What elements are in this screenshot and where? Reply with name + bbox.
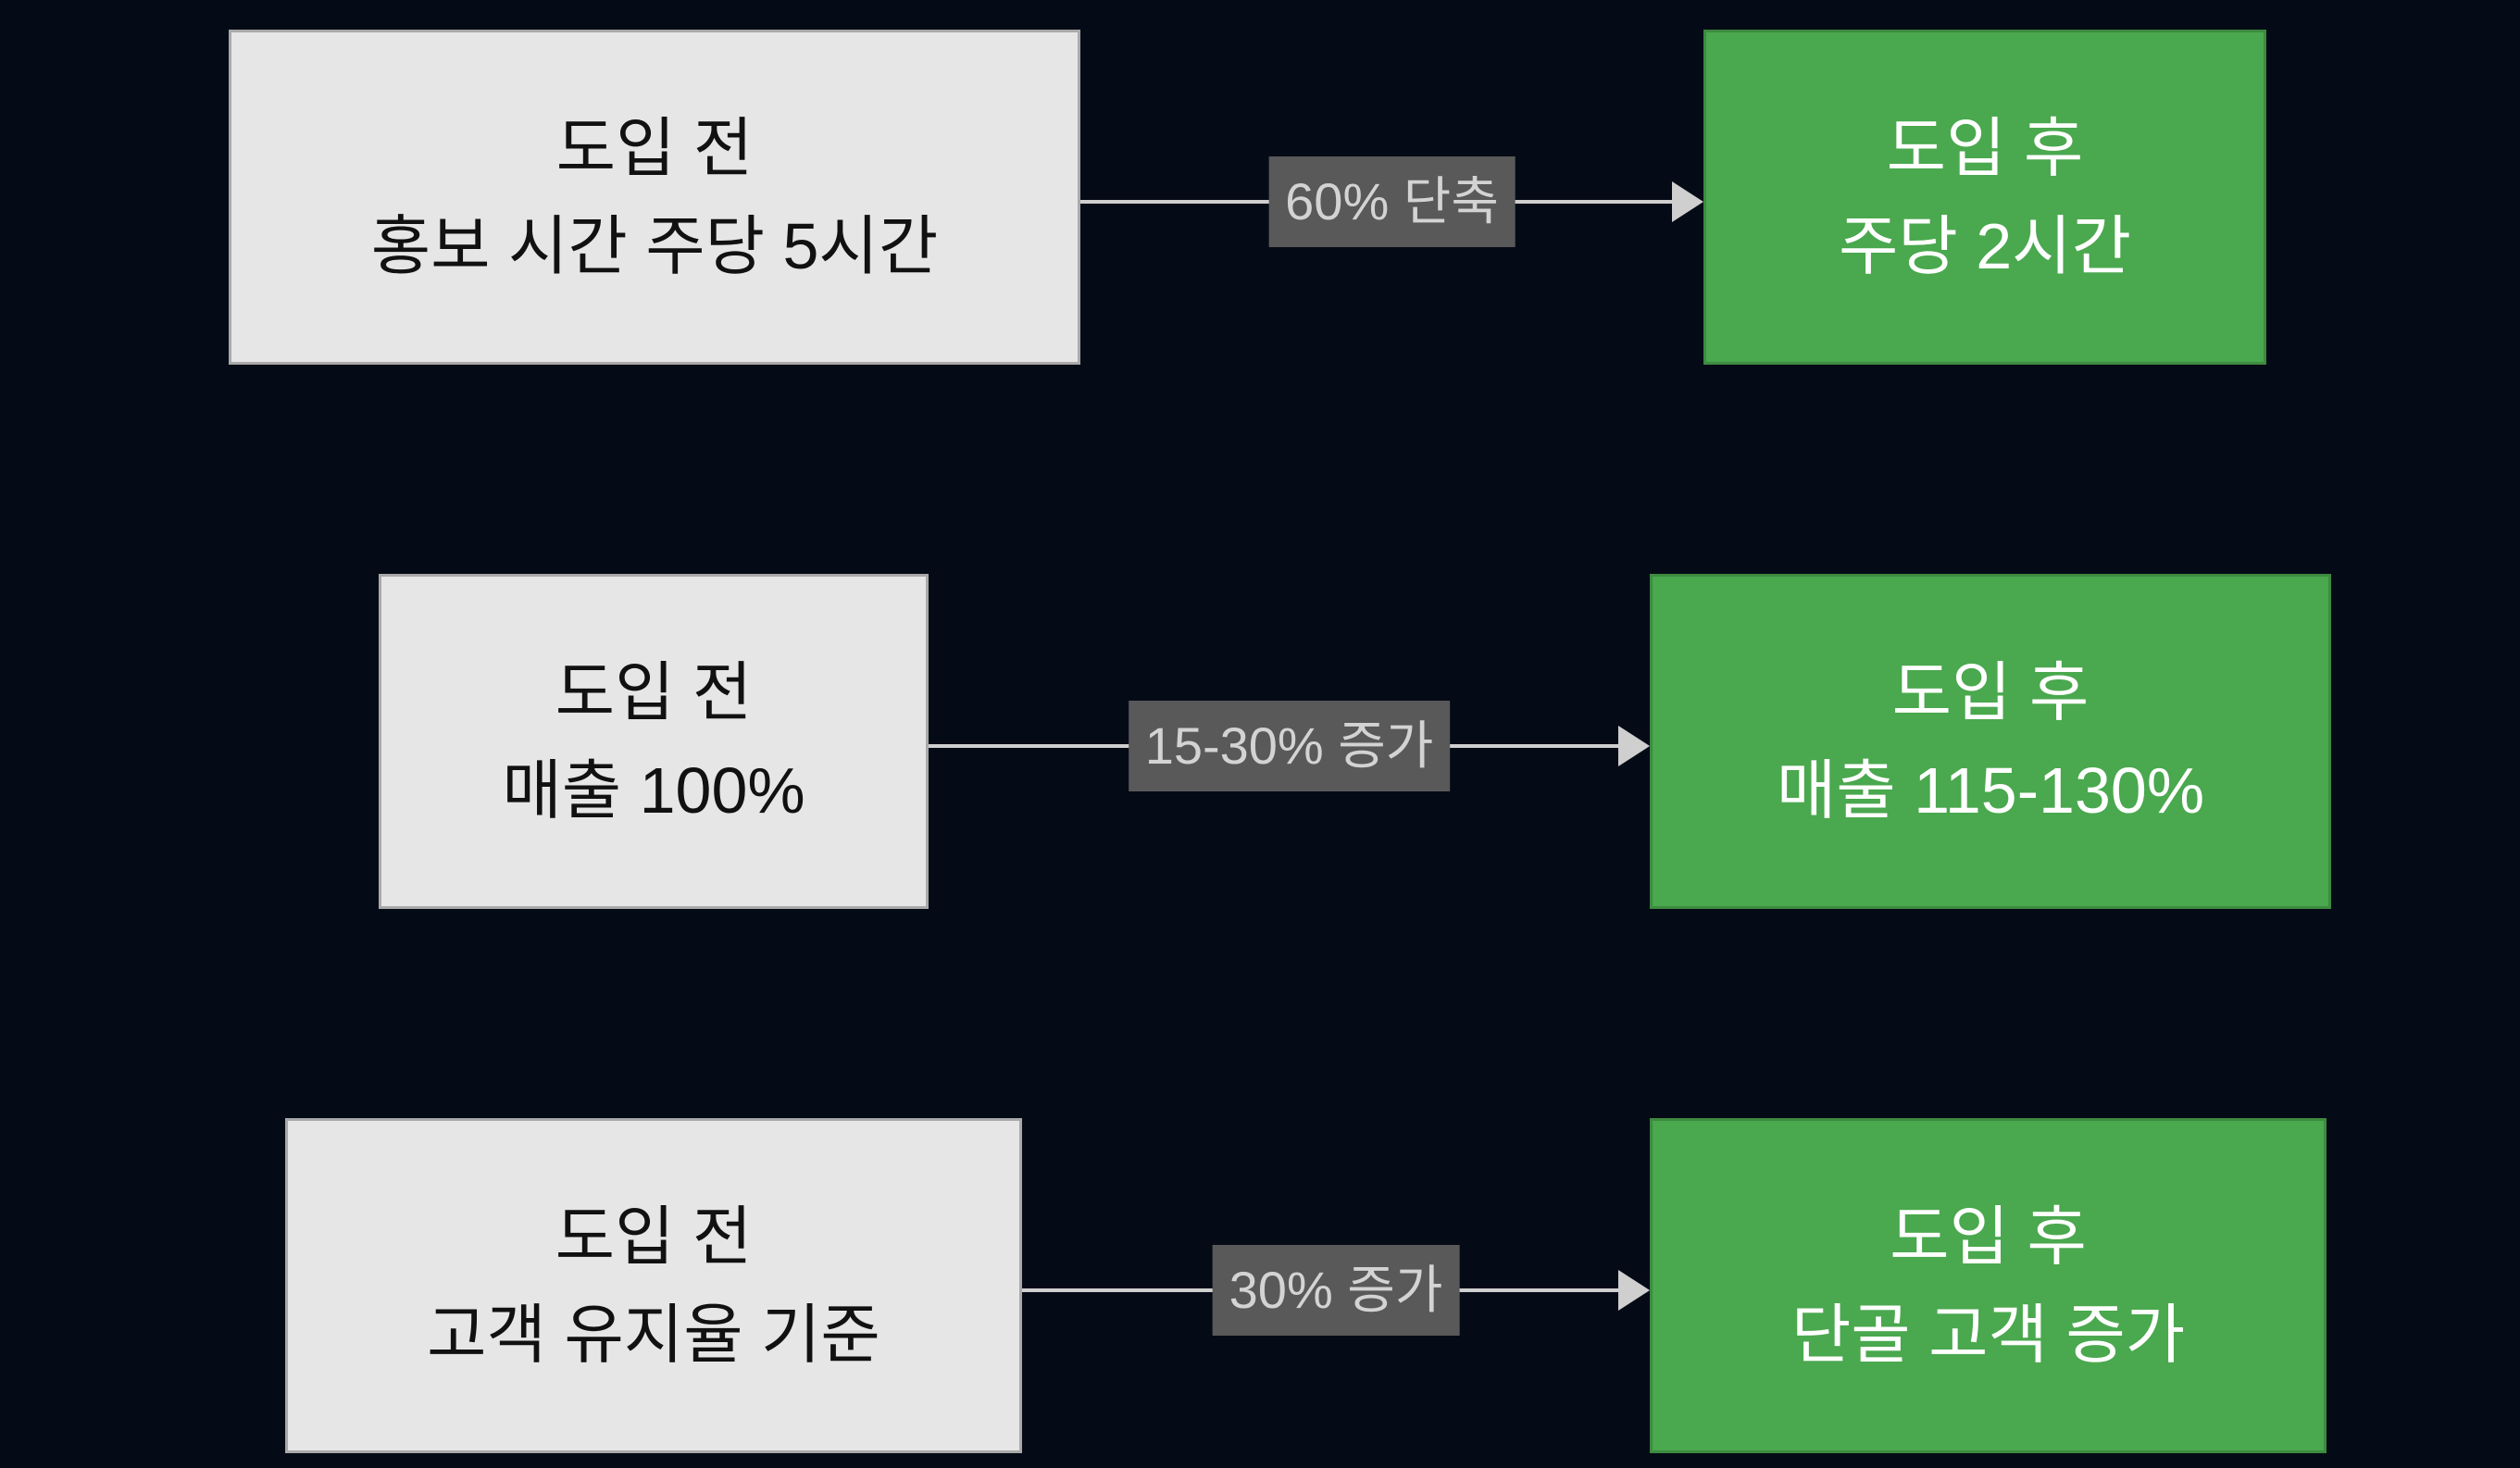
after-box-2: 도입 후 매출 115-130% <box>1650 574 2331 909</box>
before-box-3-line2: 고객 유지율 기준 <box>427 1299 880 1371</box>
before-box-2: 도입 전 매출 100% <box>379 574 929 909</box>
arrow-2-label: 15-30% 증가 <box>1128 701 1451 791</box>
arrow-2-head-icon <box>1618 726 1650 766</box>
arrow-3: 30% 증가 <box>1022 1245 1650 1336</box>
before-box-2-line1: 도입 전 <box>555 655 753 728</box>
arrow-2: 15-30% 증가 <box>929 701 1650 791</box>
before-box-1: 도입 전 홍보 시간 주당 5시간 <box>229 30 1080 365</box>
after-box-3-line2: 단골 고객 증가 <box>1790 1299 2186 1371</box>
after-box-2-line2: 매출 115-130% <box>1776 754 2205 827</box>
before-box-1-line2: 홍보 시간 주당 5시간 <box>370 210 939 282</box>
after-box-1: 도입 후 주당 2시간 <box>1703 30 2266 365</box>
after-box-3-line1: 도입 후 <box>1890 1200 2087 1273</box>
after-box-1-line1: 도입 후 <box>1886 111 2084 184</box>
before-box-3: 도입 전 고객 유지율 기준 <box>285 1118 1022 1453</box>
arrow-1: 60% 단축 <box>1080 156 1703 247</box>
arrow-1-head-icon <box>1672 181 1703 222</box>
arrow-3-label: 30% 증가 <box>1212 1245 1460 1336</box>
arrow-1-label: 60% 단축 <box>1268 156 1516 247</box>
before-box-3-line1: 도입 전 <box>555 1200 753 1273</box>
after-box-1-line2: 주당 2시간 <box>1839 210 2131 282</box>
arrow-3-head-icon <box>1618 1270 1650 1311</box>
before-box-2-line2: 매출 100% <box>502 754 805 827</box>
before-box-1-line1: 도입 전 <box>555 111 754 184</box>
after-box-3: 도입 후 단골 고객 증가 <box>1650 1118 2327 1453</box>
after-box-2-line1: 도입 후 <box>1891 655 2090 728</box>
